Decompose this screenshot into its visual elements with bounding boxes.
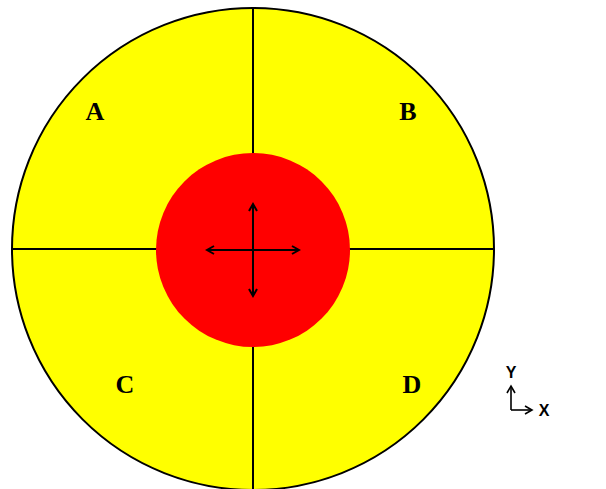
divider-line — [252, 8, 254, 489]
move-arrow — [252, 250, 254, 296]
move-arrow — [253, 249, 299, 251]
quadrant-label: C — [116, 372, 135, 398]
quadrant-region: D — [397, 366, 428, 404]
quadrant-label: B — [399, 99, 416, 125]
quadrant-region: B — [393, 93, 422, 131]
move-arrow — [252, 204, 254, 250]
quadrant-region: C — [110, 366, 141, 404]
axis-arrow — [510, 386, 512, 410]
axis-arrow — [511, 409, 532, 411]
center-circle — [156, 153, 350, 347]
axis-label: X — [539, 403, 550, 419]
quadrant-label: A — [86, 99, 105, 125]
quadrant-region: A — [80, 93, 111, 131]
outer-circle — [12, 8, 494, 489]
axis-label: Y — [506, 365, 517, 381]
quadrant-label: D — [403, 372, 422, 398]
move-arrow — [207, 249, 253, 251]
